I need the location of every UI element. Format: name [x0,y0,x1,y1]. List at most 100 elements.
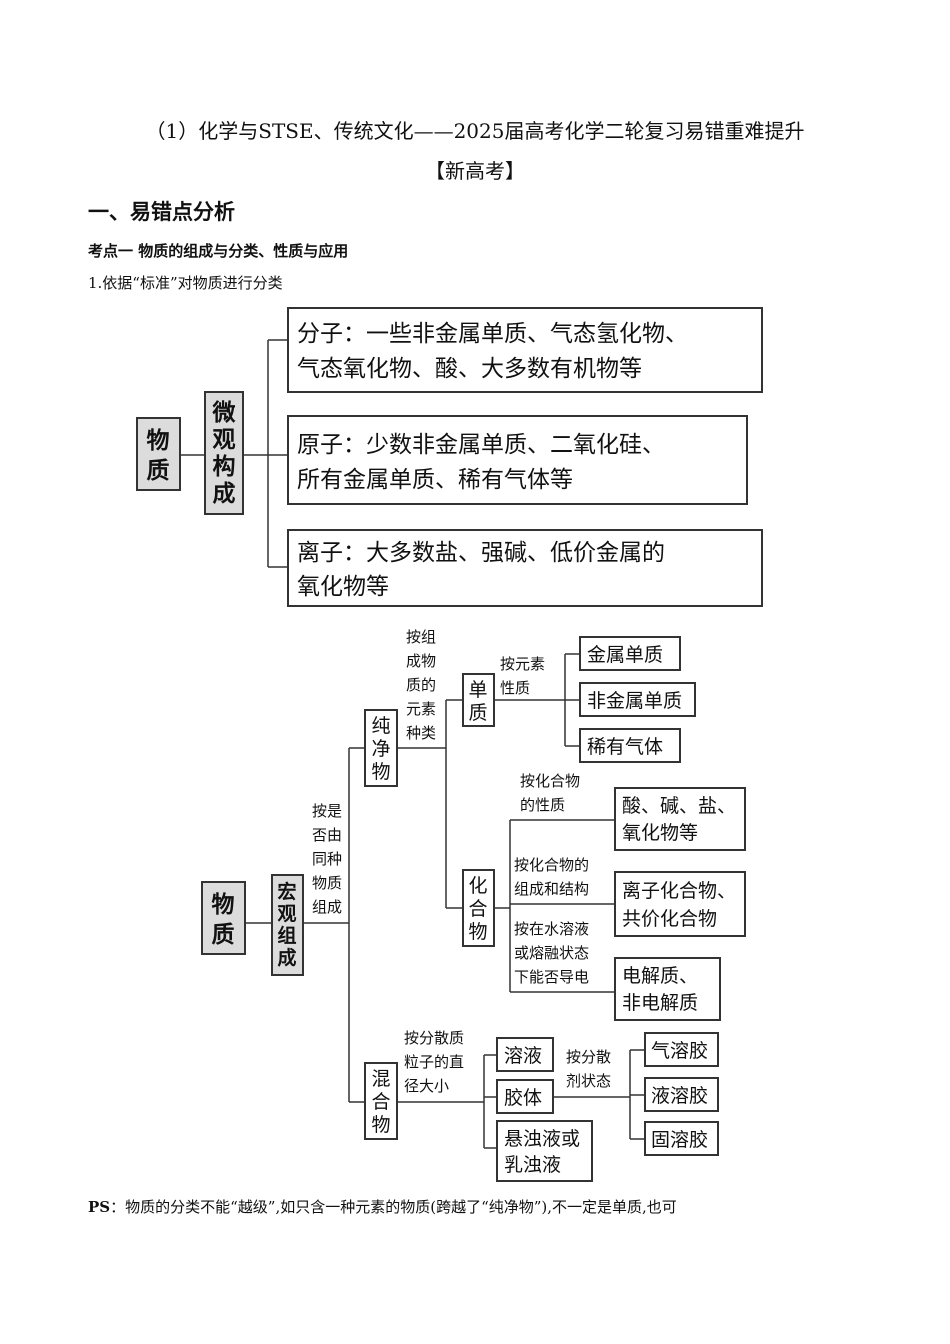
mixture-node [364,1062,398,1140]
criterion-label: 元素 [406,700,436,718]
compound-type-label: 非电解质 [622,992,698,1014]
pure-substance-node [364,709,398,787]
criterion-label: 按元素 [500,655,545,673]
molecule-text: 分子：一些非金属单质、气态氢化物、 [297,321,688,347]
mixture-type-box [496,1120,593,1182]
paragraph: 1.依据“标准”对物质进行分类 [88,274,283,292]
mixture-type-label: 悬浊液或 [504,1128,580,1150]
root-label: 物 [147,427,170,454]
colloid-type-box [644,1121,719,1156]
mixture-type-label: 乳浊液 [504,1154,561,1176]
document-title: （1）化学与STSE、传统文化——2025届高考化学二轮复习易错重难提升 [145,119,805,143]
root-node [201,881,246,955]
compound-node [462,869,495,947]
pure-substance-label: 纯 [371,715,390,737]
element-type-box [579,728,681,763]
diagram-micro-composition: 物 质 微 观 构 成 分子：一些非金属单质、气态氢化物、 气态氧化物、酸、大多… [136,307,763,607]
compound-type-box [614,957,721,1021]
branch-label: 微 [212,399,236,426]
branch-label: 组 [277,924,296,947]
criterion-label: 径大小 [404,1077,449,1095]
criterion-label: 性质 [500,679,530,697]
criterion-label: 按化合物的 [514,856,589,874]
atom-text: 所有金属单质、稀有气体等 [297,467,573,493]
mixture-label: 混 [371,1068,390,1090]
compound-type-box [614,871,746,937]
mixture-type-label: 溶液 [504,1045,542,1067]
atom-text: 原子：少数非金属单质、二氧化硅、 [297,432,665,458]
branch-node [204,391,244,515]
element-label: 质 [468,702,487,724]
colloid-type-label: 固溶胶 [651,1129,708,1151]
branch-label: 成 [277,946,296,969]
compound-type-label: 共价化合物 [622,908,717,930]
criterion-label: 种类 [406,724,436,742]
element-node [462,673,495,727]
mixture-type-box [496,1037,554,1072]
criterion-label: 按是 [312,802,342,820]
colloid-type-box [644,1077,719,1112]
ps-label: PS [88,1198,111,1216]
section-heading: 一、易错点分析 [88,200,235,224]
diagram-macro-composition: 物 质 宏 观 组 成 按是 否由 同种 物质 组成 纯 净 物 按组 成物 质… [201,628,746,1182]
compound-type-label: 酸、碱、盐、 [622,795,736,817]
molecule-box [287,307,763,393]
colloid-type-label: 液溶胶 [651,1085,708,1107]
element-type-label: 非金属单质 [587,690,682,712]
compound-label: 合 [468,898,487,920]
root-label: 质 [212,922,235,948]
ion-text: 离子：大多数盐、强碱、低价金属的 [297,540,665,566]
criterion-label: 成物 [406,652,436,670]
mixture-type-label: 胶体 [504,1087,542,1109]
criterion-label: 按分散质 [404,1029,464,1047]
element-label: 单 [468,679,487,701]
mixture-label: 合 [371,1091,390,1113]
criterion-label: 或熔融状态 [514,944,589,962]
criterion-label: 物质 [312,874,342,892]
compound-label: 化 [468,875,487,897]
criterion-label: 按化合物 [520,772,580,790]
element-type-label: 稀有气体 [587,736,663,758]
criterion-label: 质的 [406,676,436,694]
branch-label: 宏 [277,880,296,903]
criterion-label: 否由 [312,826,342,844]
branch-node [271,874,304,976]
compound-type-box [614,787,746,851]
pure-substance-label: 净 [371,738,390,760]
mixture-type-box [496,1079,554,1114]
criterion-label: 下能否导电 [514,968,589,986]
compound-label: 物 [468,921,487,943]
criterion-label: 粒子的直 [404,1053,464,1071]
element-type-box [579,682,696,717]
criterion-label: 按组 [406,628,436,646]
ps-note: PS：物质的分类不能“越级”,如只含一种元素的物质(跨越了“纯净物”),不一定是… [88,1196,677,1217]
criterion-label: 同种 [312,850,342,868]
mixture-label: 物 [371,1114,390,1136]
criterion-label: 按在水溶液 [514,920,589,938]
subsection-heading: 考点一 物质的组成与分类、性质与应用 [88,242,349,260]
element-type-box [579,636,681,671]
ion-box [287,529,763,607]
criterion-label: 组成 [312,898,342,916]
criterion-label: 的性质 [520,796,565,814]
ion-text: 氧化物等 [297,574,389,600]
atom-box [287,415,748,505]
branch-label: 构 [213,453,236,480]
molecule-text: 气态氧化物、酸、大多数有机物等 [297,356,642,382]
branch-label: 成 [213,481,236,507]
pure-substance-label: 物 [371,761,390,783]
element-type-label: 金属单质 [587,644,663,666]
document-title-tag: 【新高考】 [425,159,525,183]
ps-text: ：物质的分类不能“越级”,如只含一种元素的物质(跨越了“纯净物”),不一定是单质… [110,1198,677,1216]
branch-label: 观 [277,903,296,925]
root-label: 质 [147,458,170,484]
compound-type-label: 电解质、 [622,965,698,987]
branch-label: 观 [213,427,236,453]
colloid-type-box [644,1032,719,1067]
criterion-label: 剂状态 [566,1072,611,1090]
criterion-label: 组成和结构 [514,880,589,898]
root-label: 物 [212,891,235,918]
compound-type-label: 离子化合物、 [622,880,736,902]
criterion-label: 按分散 [566,1048,611,1066]
